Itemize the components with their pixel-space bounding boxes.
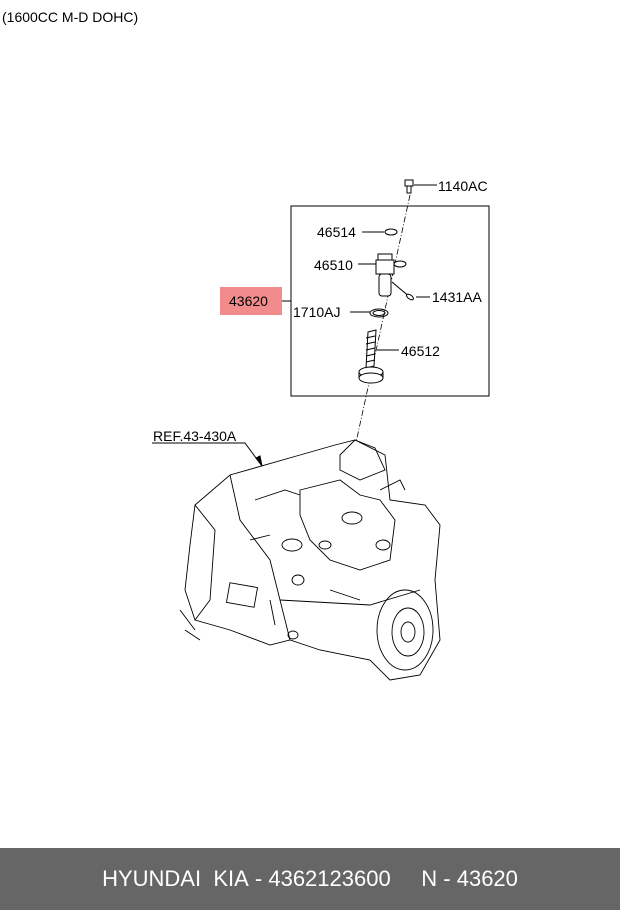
footer-sep: - xyxy=(437,866,457,891)
nut-icon xyxy=(384,228,398,236)
highlighted-part-label: 43620 xyxy=(229,293,268,309)
part-label-1710AJ[interactable]: 1710AJ xyxy=(293,304,341,320)
footer-bar: HYUNDAI KIA - 4362123600 N - 43620 xyxy=(0,848,620,910)
transmission-icon xyxy=(179,439,441,681)
footer-gap xyxy=(391,866,422,892)
ref-label[interactable]: REF.43-430A xyxy=(153,428,237,444)
footer-part-number: 4362123600 xyxy=(268,866,391,891)
footer-brand: HYUNDAI KIA xyxy=(102,866,249,891)
highlighted-part-43620[interactable]: 43620 xyxy=(220,287,282,315)
centerline xyxy=(349,194,411,471)
speed-sensor-icon xyxy=(375,253,407,297)
part-label-1140AC[interactable]: 1140AC xyxy=(438,178,488,194)
bolt-icon xyxy=(404,179,414,194)
parts-diagram xyxy=(152,179,490,681)
footer-n-value: 43620 xyxy=(456,866,518,891)
part-label-46512[interactable]: 46512 xyxy=(401,343,440,359)
part-label-46514[interactable]: 46514 xyxy=(317,224,356,240)
diagram-header: (1600CC M-D DOHC) xyxy=(2,9,139,25)
driven-gear-icon xyxy=(358,329,384,384)
footer-sep: - xyxy=(248,866,269,891)
o-ring-icon xyxy=(369,308,389,318)
footer-n-label: N xyxy=(421,866,438,891)
part-label-46510[interactable]: 46510 xyxy=(314,257,353,273)
part-label-1431AA[interactable]: 1431AA xyxy=(432,289,482,305)
